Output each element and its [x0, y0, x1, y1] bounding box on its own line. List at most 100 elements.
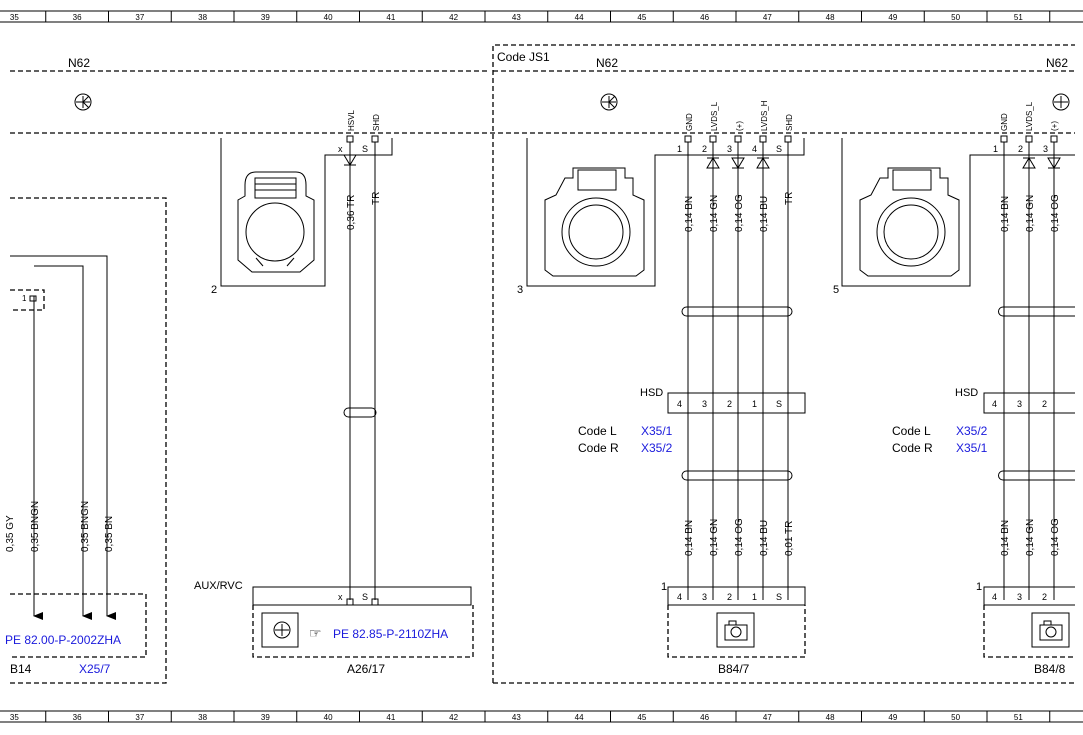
wire-label-036tr: 0,36 TR	[346, 195, 357, 230]
pin-direction-arrow	[343, 154, 357, 166]
svg-text:1: 1	[661, 581, 667, 593]
x25-7-label[interactable]: X25/7	[79, 662, 111, 676]
svg-text:1: 1	[976, 581, 982, 593]
b14-box	[10, 197, 167, 684]
pin-label-hsvl: HSVL	[347, 110, 356, 131]
ref-link-a26[interactable]: PE 82.85-P-2110ZHA	[333, 627, 448, 641]
svg-text:0,14 GN: 0,14 GN	[709, 519, 720, 556]
svg-text:0,14 BN: 0,14 BN	[684, 520, 695, 556]
svg-text:Code L: Code L	[578, 424, 617, 438]
n62-ground-symbol-left	[74, 93, 92, 111]
svg-text:0,14 BN: 0,14 BN	[684, 196, 695, 232]
b84-8-plug	[983, 586, 1075, 606]
aux-rvc-label: AUX/RVC	[194, 580, 243, 592]
svg-text:2: 2	[1018, 144, 1023, 154]
b14-component-box	[10, 593, 147, 658]
ruler-bottom-col-49: 49	[888, 713, 897, 722]
svg-text:1: 1	[993, 144, 998, 154]
svg-text:S: S	[776, 592, 782, 602]
ruler-top-col-48: 48	[826, 13, 835, 22]
svg-text:3: 3	[727, 144, 732, 154]
svg-text:S: S	[776, 144, 782, 154]
camera-icon-b84-7[interactable]	[716, 612, 755, 648]
x35-1-link-right[interactable]: X35/1	[956, 441, 988, 455]
svg-text:4: 4	[992, 399, 997, 409]
svg-text:4: 4	[677, 592, 682, 602]
code-js1-box	[492, 44, 1075, 683]
svg-text:0,14 BU: 0,14 BU	[759, 196, 770, 232]
svg-text:Code R: Code R	[578, 441, 619, 455]
ruler-top-col-45: 45	[637, 13, 646, 22]
camera-icon-b84-8[interactable]	[1031, 612, 1070, 648]
svg-text:1: 1	[677, 144, 682, 154]
b84-7-plug	[667, 586, 806, 606]
ruler-bottom-col-42: 42	[449, 713, 458, 722]
svg-text:GND: GND	[685, 113, 694, 131]
ruler-top-col-50: 50	[951, 13, 960, 22]
hand-pointer-icon: ☞	[309, 625, 322, 641]
svg-text:2: 2	[727, 592, 732, 602]
ruler-bottom-col-48: 48	[826, 713, 835, 722]
ruler-top-col-41: 41	[386, 13, 395, 22]
pin-label-shd: SHD	[372, 114, 381, 131]
hsd-connector-right	[983, 392, 1075, 414]
x35-2-link-mid[interactable]: X35/2	[641, 441, 673, 455]
svg-text:GND: GND	[1000, 113, 1009, 131]
svg-text:Code L: Code L	[892, 424, 931, 438]
ruler-bottom-col-43: 43	[512, 713, 521, 722]
ruler-top-col-49: 49	[888, 13, 897, 22]
connector-5-number: 5	[833, 284, 839, 296]
a26-17-label: A26/17	[347, 662, 385, 676]
n62-label-mid: N62	[596, 56, 618, 70]
svg-text:3: 3	[1043, 144, 1048, 154]
ruler-top-col-44: 44	[575, 13, 584, 22]
svg-text:3: 3	[702, 399, 707, 409]
wire-label-035bn: 0,35 BN	[104, 516, 115, 552]
ruler-top-col-36: 36	[73, 13, 82, 22]
ruler-bottom-col-37: 37	[135, 713, 144, 722]
connector-5	[841, 138, 1075, 287]
svg-text:0,14 GN: 0,14 GN	[1025, 195, 1036, 232]
hsd-label-mid: HSD	[640, 387, 663, 399]
ruler-top-col-47: 47	[763, 13, 772, 22]
n62-label-right: N62	[1046, 56, 1068, 70]
svg-text:S: S	[776, 399, 782, 409]
b84-8-label: B84/8	[1034, 662, 1066, 676]
svg-text:LVDS_L: LVDS_L	[1025, 101, 1034, 131]
x35-1-link-mid[interactable]: X35/1	[641, 424, 673, 438]
connector-3	[526, 138, 805, 287]
svg-text:3: 3	[1017, 399, 1022, 409]
svg-text:0,14 GN: 0,14 GN	[709, 195, 720, 232]
svg-text:(+): (+)	[1050, 121, 1059, 131]
svg-text:0,14 OG: 0,14 OG	[1050, 194, 1061, 232]
svg-text:2: 2	[702, 144, 707, 154]
svg-text:1: 1	[752, 592, 757, 602]
svg-text:2: 2	[1042, 592, 1047, 602]
ruler-bottom-col-44: 44	[575, 713, 584, 722]
b14-label: B14	[10, 662, 32, 676]
svg-text:TR: TR	[784, 192, 795, 205]
svg-text:1: 1	[752, 399, 757, 409]
ruler-bottom-col-50: 50	[951, 713, 960, 722]
svg-text:0,14 OG: 0,14 OG	[734, 518, 745, 556]
ruler-bottom-col-41: 41	[386, 713, 395, 722]
ref-link-b14[interactable]: PE 82.00-P-2002ZHA	[5, 633, 121, 647]
svg-text:4: 4	[677, 399, 682, 409]
connector-3-number: 3	[517, 284, 523, 296]
ruler-top-col-42: 42	[449, 13, 458, 22]
ruler-top-col-39: 39	[261, 13, 270, 22]
ruler-bottom-col-36: 36	[73, 713, 82, 722]
wire-label-cut: 0,35 GY	[5, 515, 16, 552]
ruler-top-col-51: 51	[1014, 13, 1023, 22]
connector-2-number: 2	[211, 284, 217, 296]
svg-text:0,14 GN: 0,14 GN	[1025, 519, 1036, 556]
ruler-top-col-38: 38	[198, 13, 207, 22]
connector-2	[220, 138, 393, 287]
svg-text:SHD: SHD	[785, 114, 794, 131]
svg-text:3: 3	[702, 592, 707, 602]
x35-2-link-right[interactable]: X35/2	[956, 424, 988, 438]
ruler-bottom-col-38: 38	[198, 713, 207, 722]
svg-text:0,01 TR: 0,01 TR	[784, 521, 795, 556]
wires-right	[998, 142, 1075, 600]
svg-text:LVDS_L: LVDS_L	[710, 101, 719, 131]
